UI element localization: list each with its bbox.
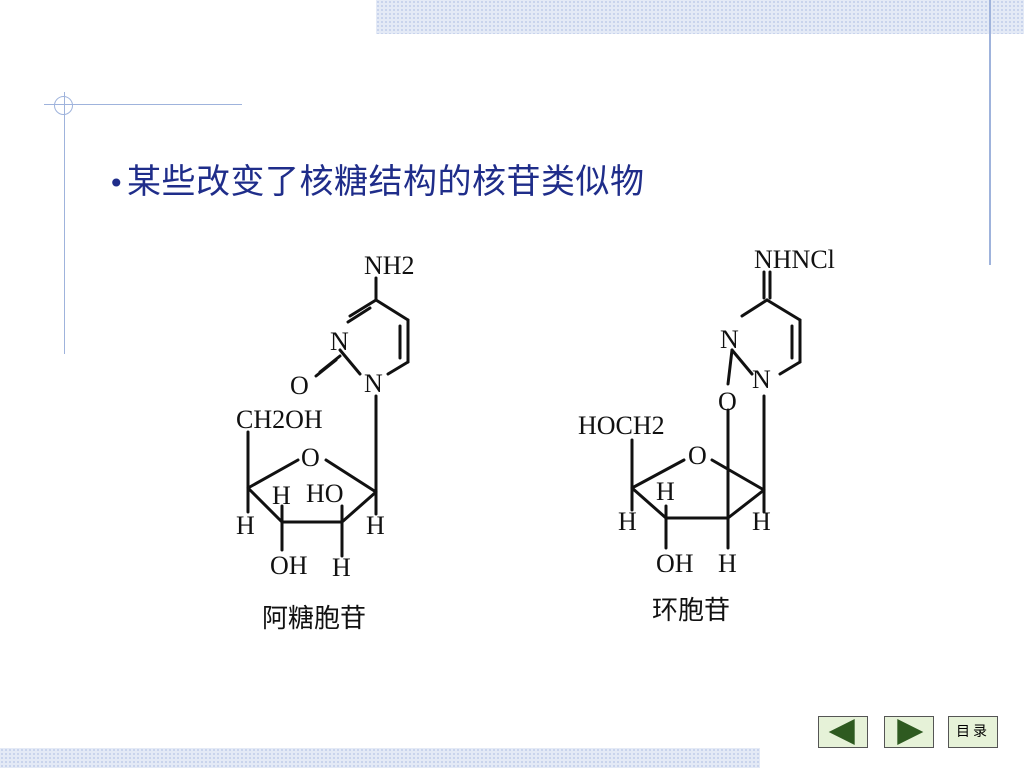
right-o2-label: O bbox=[718, 387, 737, 416]
left-n1-label: N bbox=[364, 369, 383, 398]
decor-circle bbox=[54, 96, 73, 115]
table-of-contents-button[interactable]: 目录 bbox=[948, 716, 998, 748]
left-ring-o-label: O bbox=[301, 443, 320, 472]
right-ring-o-label: O bbox=[688, 441, 707, 470]
left-decor-line bbox=[64, 92, 65, 354]
left-ch2oh-label: CH2OH bbox=[236, 405, 323, 434]
left-h-label: H bbox=[272, 481, 291, 510]
caption-cytarabine: 阿糖胞苷 bbox=[262, 604, 367, 634]
left-nh2-label: NH2 bbox=[364, 251, 415, 280]
right-oh-label: OH bbox=[656, 549, 694, 578]
left-o2-label: O bbox=[290, 371, 309, 400]
right-h-label: H bbox=[656, 477, 675, 506]
triangle-right-icon bbox=[897, 719, 924, 745]
slide-heading: •某些改变了核糖结构的核苷类似物 bbox=[108, 154, 645, 203]
left-n3-label: N bbox=[330, 327, 349, 356]
heading-text: 某些改变了核糖结构的核苷类似物 bbox=[127, 162, 645, 202]
left-ho-label: HO bbox=[306, 479, 344, 508]
prev-slide-button[interactable] bbox=[818, 716, 868, 748]
right-h-label: H bbox=[618, 507, 637, 536]
right-hoch2-label: HOCH2 bbox=[578, 411, 665, 440]
structure-right bbox=[630, 270, 802, 550]
left-oh-label: OH bbox=[270, 551, 308, 580]
structure-left bbox=[246, 276, 410, 558]
right-h-label: H bbox=[752, 507, 771, 536]
right-nhncl-label: NHNCl bbox=[754, 245, 835, 274]
right-decor-line bbox=[989, 0, 991, 265]
top-decor-line bbox=[44, 104, 242, 105]
left-h-label: H bbox=[236, 511, 255, 540]
bottom-decor-band bbox=[0, 748, 760, 768]
bullet: • bbox=[108, 167, 126, 200]
triangle-left-icon bbox=[828, 719, 855, 745]
right-n3-label: N bbox=[720, 325, 739, 354]
right-h-label: H bbox=[718, 549, 737, 578]
left-h-label: H bbox=[366, 511, 385, 540]
caption-cyclocytidine: 环胞苷 bbox=[652, 596, 731, 626]
next-slide-button[interactable] bbox=[884, 716, 934, 748]
left-h-label: H bbox=[332, 553, 351, 582]
top-decor-band bbox=[376, 0, 1024, 34]
right-n1-label: N bbox=[752, 365, 771, 394]
